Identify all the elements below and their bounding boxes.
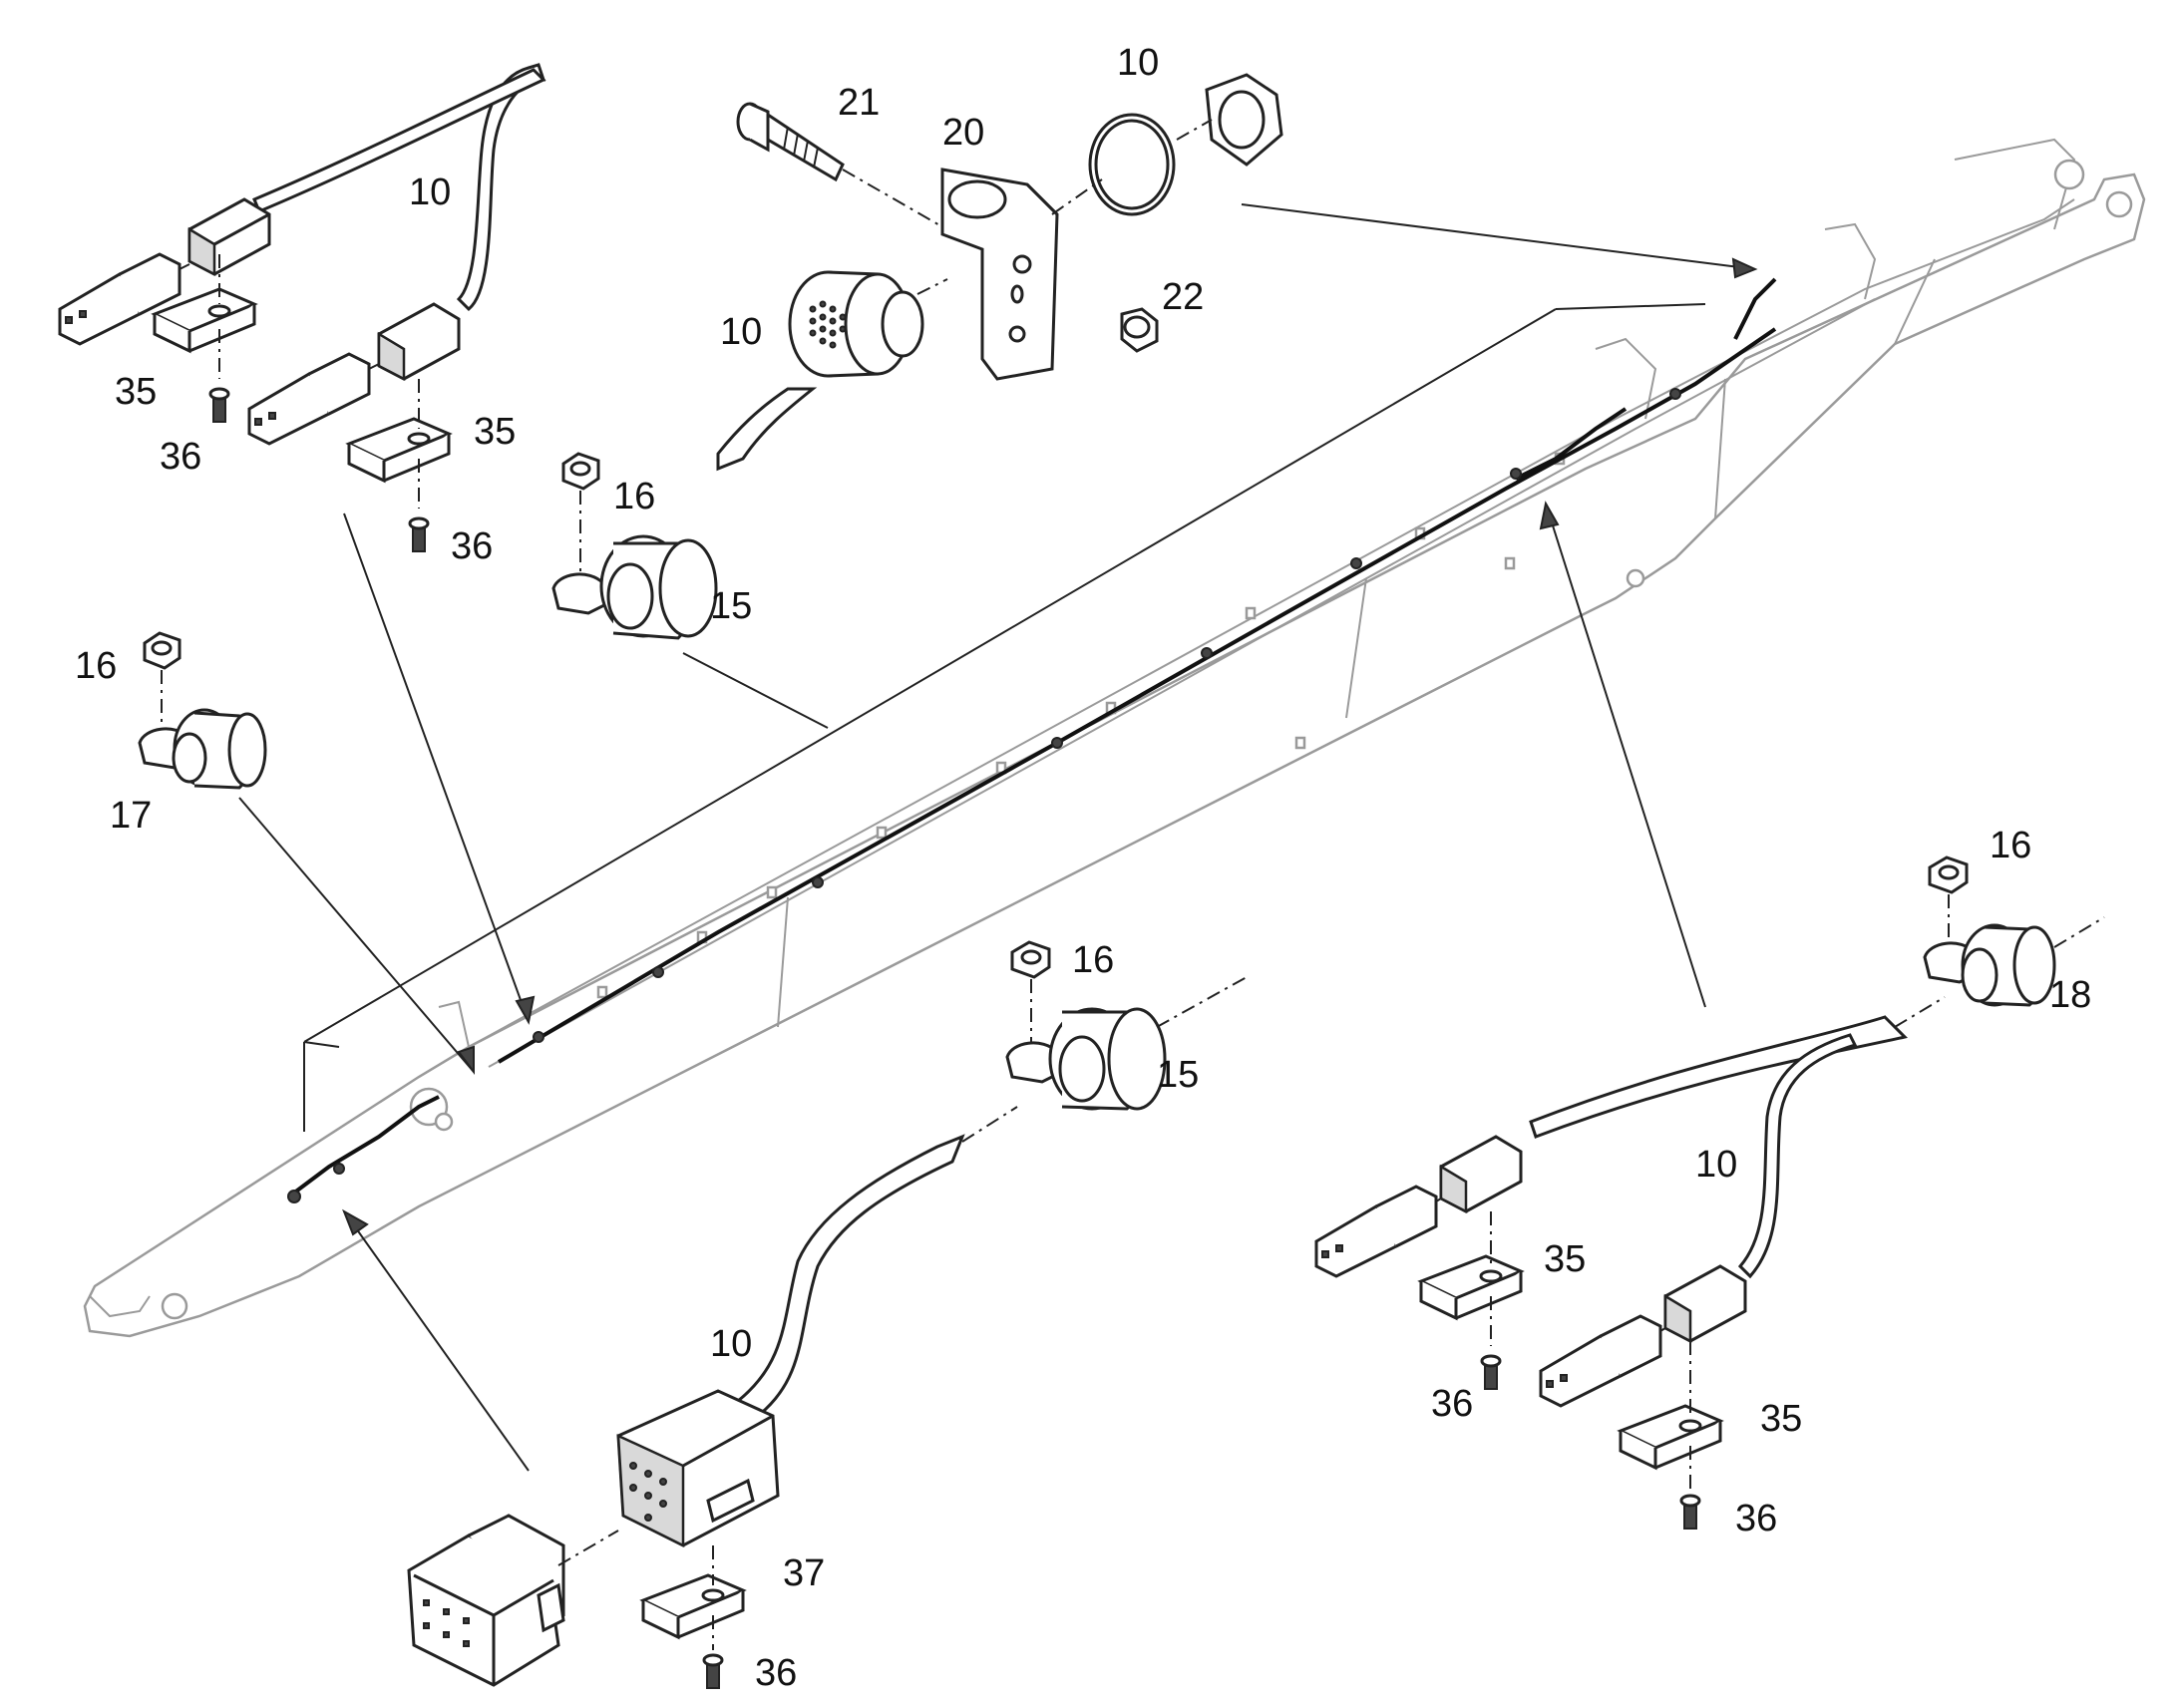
bracket-20 bbox=[940, 168, 1059, 381]
callout-lbl-10-a: 10 bbox=[409, 171, 451, 213]
clamp-18 bbox=[1923, 855, 2105, 1007]
receptacle bbox=[716, 270, 924, 472]
screw-36-b bbox=[408, 516, 430, 552]
callout-lbl-16-d: 16 bbox=[1990, 825, 2031, 866]
callout-lbl-37: 37 bbox=[783, 1552, 825, 1594]
receptacle-sockets bbox=[423, 1599, 470, 1647]
callout-lbl-35-b: 35 bbox=[474, 411, 516, 453]
callout-lbl-16-b: 16 bbox=[75, 645, 117, 687]
callout-lbl-35-d: 35 bbox=[1760, 1398, 1802, 1440]
callout-lbl-10-b: 10 bbox=[1117, 42, 1159, 84]
callout-lbl-36-d: 36 bbox=[1735, 1498, 1777, 1539]
connector-group-bottom-right bbox=[1314, 996, 1946, 1530]
leader-lines bbox=[238, 203, 1758, 1472]
bulkhead-group bbox=[716, 73, 1283, 472]
callout-lbl-16-a: 16 bbox=[613, 476, 655, 517]
receptacle-pins bbox=[809, 300, 847, 349]
callout-lbl-36-a: 36 bbox=[160, 436, 201, 478]
clamp-15-a bbox=[551, 452, 718, 640]
callout-lbl-15-a: 15 bbox=[710, 585, 752, 627]
bolt-21 bbox=[736, 102, 845, 182]
callout-lbl-36-c: 36 bbox=[1431, 1383, 1473, 1425]
callout-lbl-17: 17 bbox=[110, 795, 152, 837]
callout-lbl-15-b: 15 bbox=[1157, 1054, 1199, 1096]
callout-lbl-20: 20 bbox=[942, 112, 984, 154]
screw-36-e bbox=[702, 1653, 724, 1689]
callout-lbl-10-c: 10 bbox=[720, 311, 762, 353]
callout-lbl-10-e: 10 bbox=[710, 1323, 752, 1365]
callout-lbl-10-d: 10 bbox=[1695, 1144, 1737, 1186]
callout-lbl-36-b: 36 bbox=[451, 525, 493, 567]
lock-nut-22 bbox=[1120, 307, 1159, 353]
hex-nut-large bbox=[1205, 73, 1283, 167]
connector-group-top-left bbox=[58, 63, 546, 552]
clamp-17 bbox=[138, 631, 267, 790]
callout-labels: 1035363536212010102216151617161516181035… bbox=[75, 42, 2091, 1694]
boom-arm bbox=[83, 138, 2146, 1338]
callout-lbl-18: 18 bbox=[2049, 974, 2091, 1016]
callout-lbl-36-e: 36 bbox=[755, 1652, 797, 1694]
screw-36-c bbox=[1480, 1354, 1502, 1390]
screw-36-a bbox=[208, 387, 230, 423]
wire-harness-on-boom bbox=[287, 277, 1777, 1203]
callout-lbl-21: 21 bbox=[838, 82, 880, 124]
callout-lbl-16-c: 16 bbox=[1072, 939, 1114, 981]
connector-group-bottom-center bbox=[407, 1106, 1018, 1689]
callout-lbl-22: 22 bbox=[1162, 276, 1204, 318]
o-ring bbox=[1088, 113, 1176, 216]
clamp-15-b bbox=[1005, 940, 1248, 1111]
screw-36-d bbox=[1679, 1494, 1701, 1530]
callout-lbl-35-c: 35 bbox=[1544, 1238, 1586, 1280]
plug-pins bbox=[629, 1462, 667, 1522]
callout-lbl-35-a: 35 bbox=[115, 371, 157, 413]
